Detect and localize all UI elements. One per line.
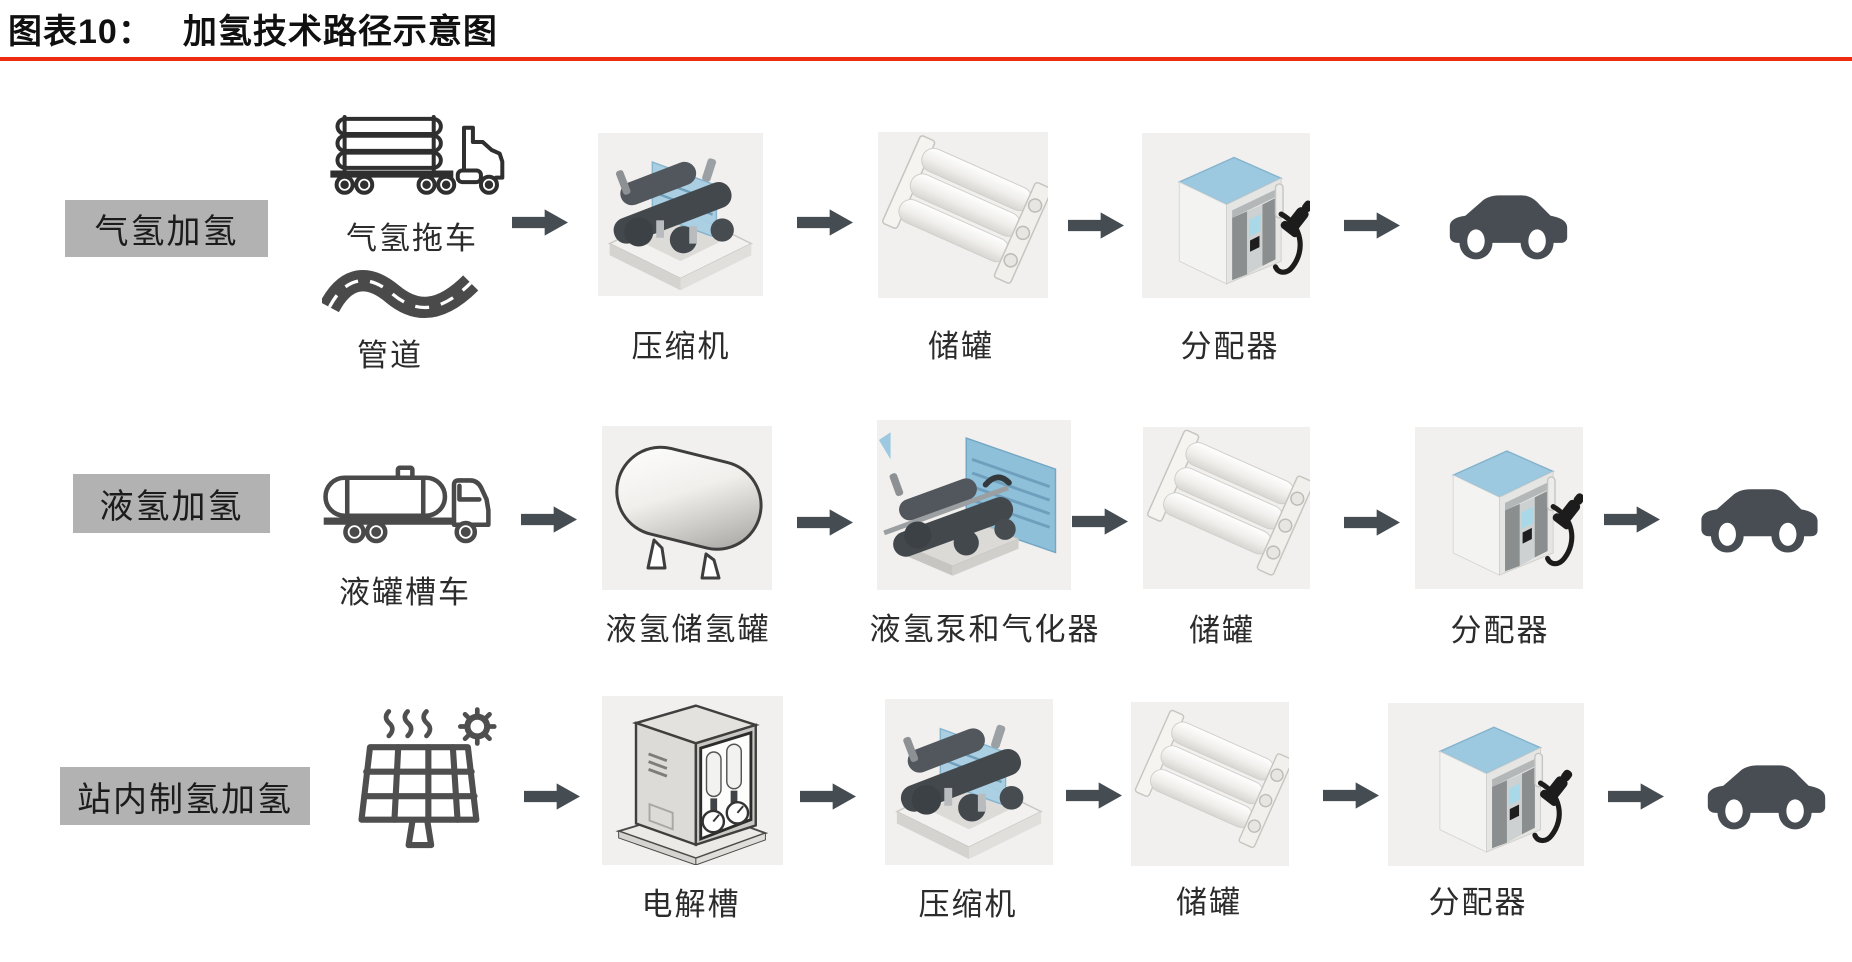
row-label-liquid-hydrogen: 液氢加氢 [73, 474, 270, 533]
source-label-pipeline: 管道 [357, 338, 423, 373]
tanker-truck-icon [318, 456, 495, 551]
dispenser-tile [1415, 427, 1583, 589]
step-label-dispenser: 分配器 [1180, 329, 1280, 364]
flow-arrow-icon [1323, 782, 1379, 809]
step-label-pump-vaporizer: 液氢泵和气化器 [869, 612, 1101, 647]
step-label-storage-tank: 储罐 [1176, 885, 1242, 920]
electrolyzer-icon [617, 704, 767, 865]
car-icon [1449, 195, 1568, 260]
flow-arrow-icon [524, 783, 580, 810]
flow-arrow-icon [797, 509, 853, 536]
pump-vaporizer-icon [877, 420, 1071, 590]
step-label-dispenser: 分配器 [1428, 885, 1528, 920]
step-label-storage-tank: 储罐 [1189, 613, 1255, 648]
car-icon [1707, 765, 1826, 830]
solar-panel-icon [338, 704, 498, 862]
row-label-gas-hydrogen: 气氢加氢 [65, 200, 268, 257]
flow-arrow-icon [797, 209, 853, 236]
row-label-onsite-hydrogen: 站内制氢加氢 [60, 767, 310, 825]
source-label-tanker: 液罐槽车 [339, 575, 471, 610]
flow-arrow-icon [1068, 212, 1124, 239]
electrolyzer-tile [602, 696, 783, 865]
step-label-storage-tank: 储罐 [928, 329, 994, 364]
storage-tank-tile [878, 132, 1048, 298]
dispenser-tile [1388, 703, 1584, 866]
flow-arrow-icon [1344, 212, 1400, 239]
storage-tank-icon [1144, 427, 1310, 577]
title-divider-line [0, 57, 1852, 61]
figure-title: 加氢技术路径示意图 [182, 13, 498, 51]
dispenser-icon [1415, 427, 1583, 589]
flow-arrow-icon [521, 506, 577, 533]
flow-arrow-icon [1604, 506, 1660, 533]
step-label-dispenser: 分配器 [1450, 613, 1550, 648]
dispenser-icon [1142, 133, 1310, 298]
flow-arrow-icon [1608, 783, 1664, 810]
storage-tank-tile [1131, 702, 1289, 866]
tube-trailer-truck-icon [317, 101, 513, 199]
figure-caption: 图表10： 加氢技术路径示意图 [8, 4, 498, 53]
dispenser-icon [1388, 703, 1584, 866]
step-label-liquid-tank: 液氢储氢罐 [605, 612, 771, 647]
liquid-hydrogen-tank-tile [602, 426, 772, 590]
compressor-icon [598, 148, 753, 292]
flow-arrow-icon [1072, 508, 1128, 535]
dispenser-tile [1142, 133, 1310, 298]
source-label-gas-trailer: 气氢拖车 [346, 221, 478, 256]
storage-tank-icon [879, 132, 1048, 285]
car-icon [1701, 489, 1818, 553]
pump-vaporizer-tile [877, 420, 1071, 590]
compressor-tile [598, 133, 763, 296]
step-label-compressor: 压缩机 [918, 887, 1018, 922]
pipeline-road-icon [322, 264, 480, 326]
compressor-icon [885, 714, 1043, 861]
liquid-hydrogen-tank-icon [605, 436, 772, 580]
storage-tank-icon [1132, 705, 1289, 849]
step-label-compressor: 压缩机 [631, 329, 731, 364]
figure-number: 图表10： [8, 13, 153, 51]
flow-arrow-icon [800, 783, 856, 810]
compressor-tile [885, 699, 1053, 865]
step-label-electrolyzer: 电解槽 [641, 887, 741, 922]
flow-arrow-icon [512, 209, 568, 236]
flow-arrow-icon [1344, 509, 1400, 536]
flow-arrow-icon [1066, 782, 1122, 809]
storage-tank-tile [1143, 427, 1310, 589]
